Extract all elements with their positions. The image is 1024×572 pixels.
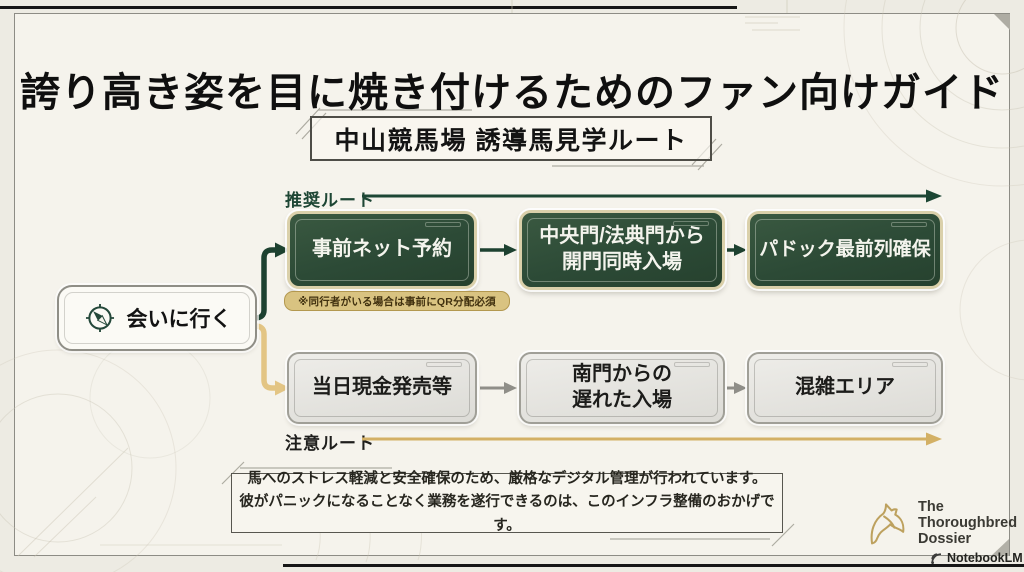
- qr-distribution-note: ※同行者がいる場合は事前にQR分配必須: [284, 291, 510, 311]
- footer-note-line: 馬へのストレス軽減と安全確保のため、厳格なデジタル管理が行われています。: [247, 471, 767, 488]
- horse-head-icon: [870, 503, 905, 545]
- step-gate-opening-entry: 中央門/法典門から 開門同時入場: [519, 210, 725, 290]
- subtitle-label: 中山競馬場 誘導馬見学ルート: [334, 126, 688, 155]
- brand-name-line: Dossier: [918, 531, 972, 548]
- step-label: 事前ネット予約: [312, 238, 452, 261]
- recommended-route-label: 推奨ルート: [285, 191, 375, 210]
- step-crowded-area: 混雑エリア: [747, 352, 943, 424]
- page-title: 誇り高き姿を目に焼き付けるためのファン向けガイド: [20, 68, 1004, 116]
- brand-name-line: The: [918, 498, 944, 515]
- step-label: 遅れた入場: [572, 389, 672, 411]
- brand-name-line: Thoroughbred: [918, 514, 1018, 531]
- frame-accent-bottom: [283, 564, 1024, 567]
- step-paddock-front-row: パドック最前列確保: [747, 211, 943, 289]
- step-label: 開門同時入場: [562, 251, 682, 273]
- step-same-day-cash-sales: 当日現金発売等: [287, 352, 477, 424]
- compass-icon: [85, 303, 114, 333]
- attribution-label: NotebookLM: [947, 551, 1023, 565]
- step-label: 中央門/法典門から: [539, 225, 705, 248]
- footer-note-box: 馬へのストレス軽減と安全確保のため、厳格なデジタル管理が行われています。 彼がパ…: [231, 471, 783, 534]
- step-label: パドック最前列確保: [759, 238, 931, 260]
- step-late-entry-south-gate: 南門からの 遅れた入場: [519, 352, 725, 424]
- frame-accent-top: [0, 6, 737, 9]
- step-label: 混雑エリア: [795, 376, 895, 399]
- attribution: NotebookLM: [930, 551, 1023, 565]
- start-node-label: 会いに行く: [126, 308, 232, 331]
- subtitle-box: 中山競馬場 誘導馬見学ルート: [310, 116, 712, 161]
- step-label: 南門からの: [572, 363, 672, 386]
- step-advance-net-reservation: 事前ネット予約: [287, 211, 477, 289]
- notebooklm-icon: [931, 552, 942, 564]
- start-node-go-meet: 会いに行く: [57, 285, 257, 351]
- caution-route-label: 注意ルート: [285, 434, 375, 453]
- brand-logo: The Thoroughbred Dossier: [860, 497, 1017, 549]
- footer-note-line: 彼がパニックになることなく業務を遂行できるのは、このインフラ整備のおかげです。: [239, 494, 775, 534]
- step-label: 当日現金発売等: [312, 376, 452, 399]
